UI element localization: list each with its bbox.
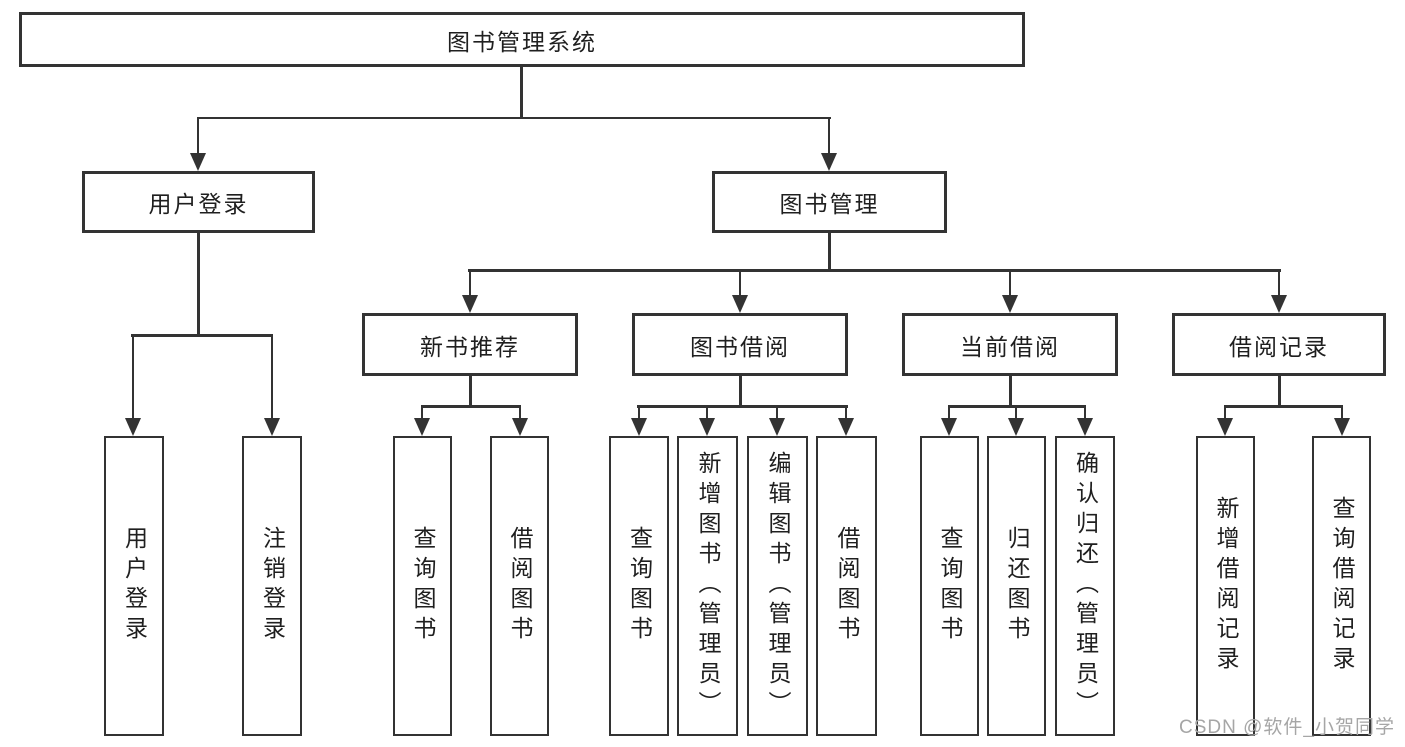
arrow-to-leaf (512, 406, 528, 436)
connector-section-bar (421, 405, 521, 408)
node-label: 图书借阅 (690, 333, 790, 360)
leaf-confirm-return-admin: 确认归还（管理员） (1055, 436, 1115, 736)
arrow-to-leaf (1217, 406, 1233, 436)
connector-mgmt-bar (468, 269, 1281, 272)
node-user-login: 用户登录 (82, 171, 315, 233)
leaf-user-login: 用户登录 (104, 436, 164, 736)
leaf-label: 借阅图书 (507, 526, 533, 646)
leaf-logout: 注销登录 (242, 436, 302, 736)
arrow-to-section (1271, 270, 1287, 313)
node-book-management: 图书管理 (712, 171, 947, 233)
node-library-system: 图书管理系统 (19, 12, 1025, 67)
leaf-borrow-books: 借阅图书 (816, 436, 877, 736)
leaf-label: 查询图书 (937, 526, 963, 646)
leaf-add-book-admin: 新增图书（管理员） (677, 436, 738, 736)
arrow-to-leaf (941, 406, 957, 436)
arrow-to-leaf (1334, 406, 1350, 436)
leaf-label: 查询图书 (626, 526, 653, 646)
leaf-label: 新增借阅记录 (1213, 496, 1239, 676)
leaf-label: 新增图书（管理员） (695, 451, 721, 721)
connector-section-trunk (1278, 376, 1281, 407)
connector-mgmt-trunk (828, 233, 831, 271)
node-label: 当前借阅 (960, 333, 1060, 360)
leaf-label: 借阅图书 (834, 526, 860, 646)
leaf-return-book: 归还图书 (987, 436, 1046, 736)
node-current-borrowing: 当前借阅 (902, 313, 1118, 376)
arrow-to-leaf (1008, 406, 1024, 436)
leaf-query-books: 查询图书 (920, 436, 979, 736)
leaf-query-books: 查询图书 (393, 436, 452, 736)
arrow-to-leaf (125, 335, 141, 436)
connector-login-trunk (197, 233, 200, 336)
connector-section-trunk (1009, 376, 1012, 407)
arrow-to-leaf (838, 406, 854, 436)
node-borrowing-records: 借阅记录 (1172, 313, 1386, 376)
node-label: 借阅记录 (1229, 333, 1329, 360)
leaf-label: 确认归还（管理员） (1072, 451, 1099, 721)
arrow-to-section (462, 270, 478, 313)
arrow-to-leaf (631, 406, 647, 436)
arrow-to-leaf (264, 335, 280, 436)
connector-section-bar (1224, 405, 1343, 408)
leaf-borrow-books: 借阅图书 (490, 436, 549, 736)
node-book-borrowing: 图书借阅 (632, 313, 848, 376)
node-new-book-recommendation: 新书推荐 (362, 313, 578, 376)
leaf-label: 查询借阅记录 (1329, 496, 1355, 676)
arrow-to-leaf (699, 406, 715, 436)
leaf-query-borrow-record: 查询借阅记录 (1312, 436, 1371, 736)
leaf-edit-book-admin: 编辑图书（管理员） (747, 436, 808, 736)
connector-root-bar (196, 116, 831, 119)
arrow-to-book-management (821, 117, 837, 171)
leaf-label: 注销登录 (259, 526, 286, 646)
connector-section-trunk (469, 376, 472, 407)
leaf-label: 编辑图书（管理员） (765, 451, 791, 721)
node-label: 图书管理系统 (447, 28, 597, 55)
leaf-query-books: 查询图书 (609, 436, 669, 736)
arrow-to-section (1002, 270, 1018, 313)
arrow-to-leaf (414, 406, 430, 436)
leaf-add-borrow-record: 新增借阅记录 (1196, 436, 1255, 736)
connector-login-bar (131, 334, 273, 337)
leaf-label: 用户登录 (121, 526, 148, 646)
node-label: 新书推荐 (420, 333, 520, 360)
csdn-watermark: CSDN @软件_小贺同学 (1179, 717, 1395, 738)
arrow-to-leaf (769, 406, 785, 436)
connector-root-trunk (520, 67, 523, 118)
node-label: 图书管理 (779, 191, 880, 217)
arrow-to-leaf (1077, 406, 1093, 436)
arrow-to-user-login (190, 117, 206, 171)
connector-section-bar (637, 405, 848, 408)
connector-section-trunk (739, 376, 742, 407)
leaf-label: 归还图书 (1004, 526, 1030, 646)
arrow-to-section (732, 270, 748, 313)
leaf-label: 查询图书 (410, 526, 436, 646)
node-label: 用户登录 (148, 191, 249, 217)
